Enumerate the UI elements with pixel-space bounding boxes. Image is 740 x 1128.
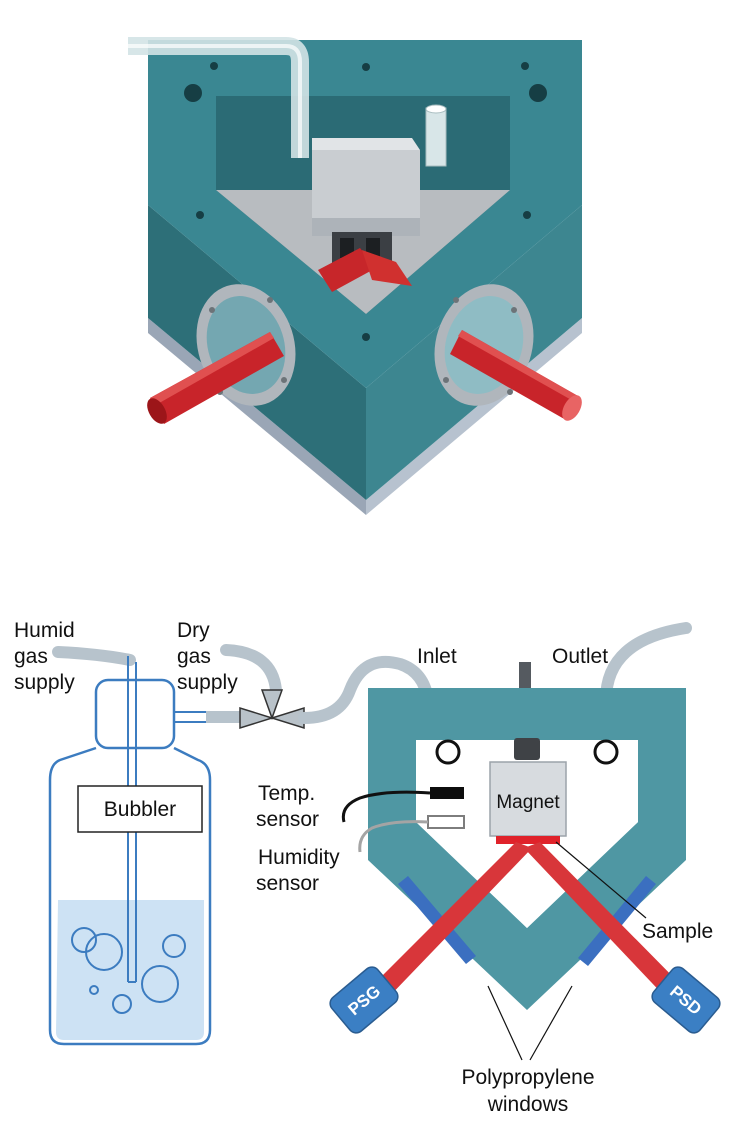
polypropylene-window-left <box>398 876 476 964</box>
humidity-label-line2: sensor <box>256 872 319 895</box>
polypropylene-label-line2: windows <box>487 1093 569 1116</box>
cell-3d-illustration <box>128 37 582 515</box>
inlet-label: Inlet <box>417 645 457 668</box>
magnet: Magnet <box>489 738 567 844</box>
three-way-valve-icon <box>239 689 305 730</box>
hole-icon <box>184 84 202 102</box>
dry-gas-tube <box>220 644 282 696</box>
bubbler-label-box <box>77 785 203 833</box>
schematic: Humid gas supply Dry gas supply <box>14 619 721 1116</box>
humid-label-line2: gas <box>14 645 48 668</box>
water-fill <box>56 900 204 1040</box>
dry-label-line3: supply <box>177 671 238 694</box>
sample-strip <box>496 836 560 844</box>
humid-label-line3: supply <box>14 671 75 694</box>
laser-rod-right <box>450 330 582 421</box>
inlet-port-icon <box>435 739 461 765</box>
hole-icon <box>529 84 547 102</box>
outlet-port-icon <box>593 739 619 765</box>
dry-label-line1: Dry <box>177 619 210 642</box>
outlet-label: Outlet <box>552 645 608 668</box>
humidity-sensor-block <box>427 815 465 829</box>
laser-beams <box>368 842 686 1002</box>
bubble-icon <box>71 927 97 953</box>
magnet-label: Magnet <box>496 792 560 813</box>
psg-detector: PSG <box>329 966 399 1034</box>
temp-label-line1: Temp. <box>258 782 315 805</box>
outlet-glass-tube <box>425 107 447 167</box>
polypropylene-label-line1: Polypropylene <box>461 1066 594 1089</box>
dry-label-line2: gas <box>177 645 211 668</box>
psd-detector: PSD <box>651 966 721 1034</box>
temp-sensor-block <box>430 787 464 799</box>
sample-label: Sample <box>642 920 713 943</box>
bubbler-label: Bubbler <box>104 798 176 821</box>
outlet-stub <box>519 662 531 690</box>
magnet-block <box>312 150 420 218</box>
laser-rod-left <box>147 332 284 424</box>
temp-label-line2: sensor <box>256 808 319 831</box>
humidity-label-line1: Humidity <box>258 846 340 869</box>
humid-label-line1: Humid <box>14 619 75 642</box>
inlet-tube <box>298 655 434 724</box>
humid-gas-tube <box>52 646 136 666</box>
